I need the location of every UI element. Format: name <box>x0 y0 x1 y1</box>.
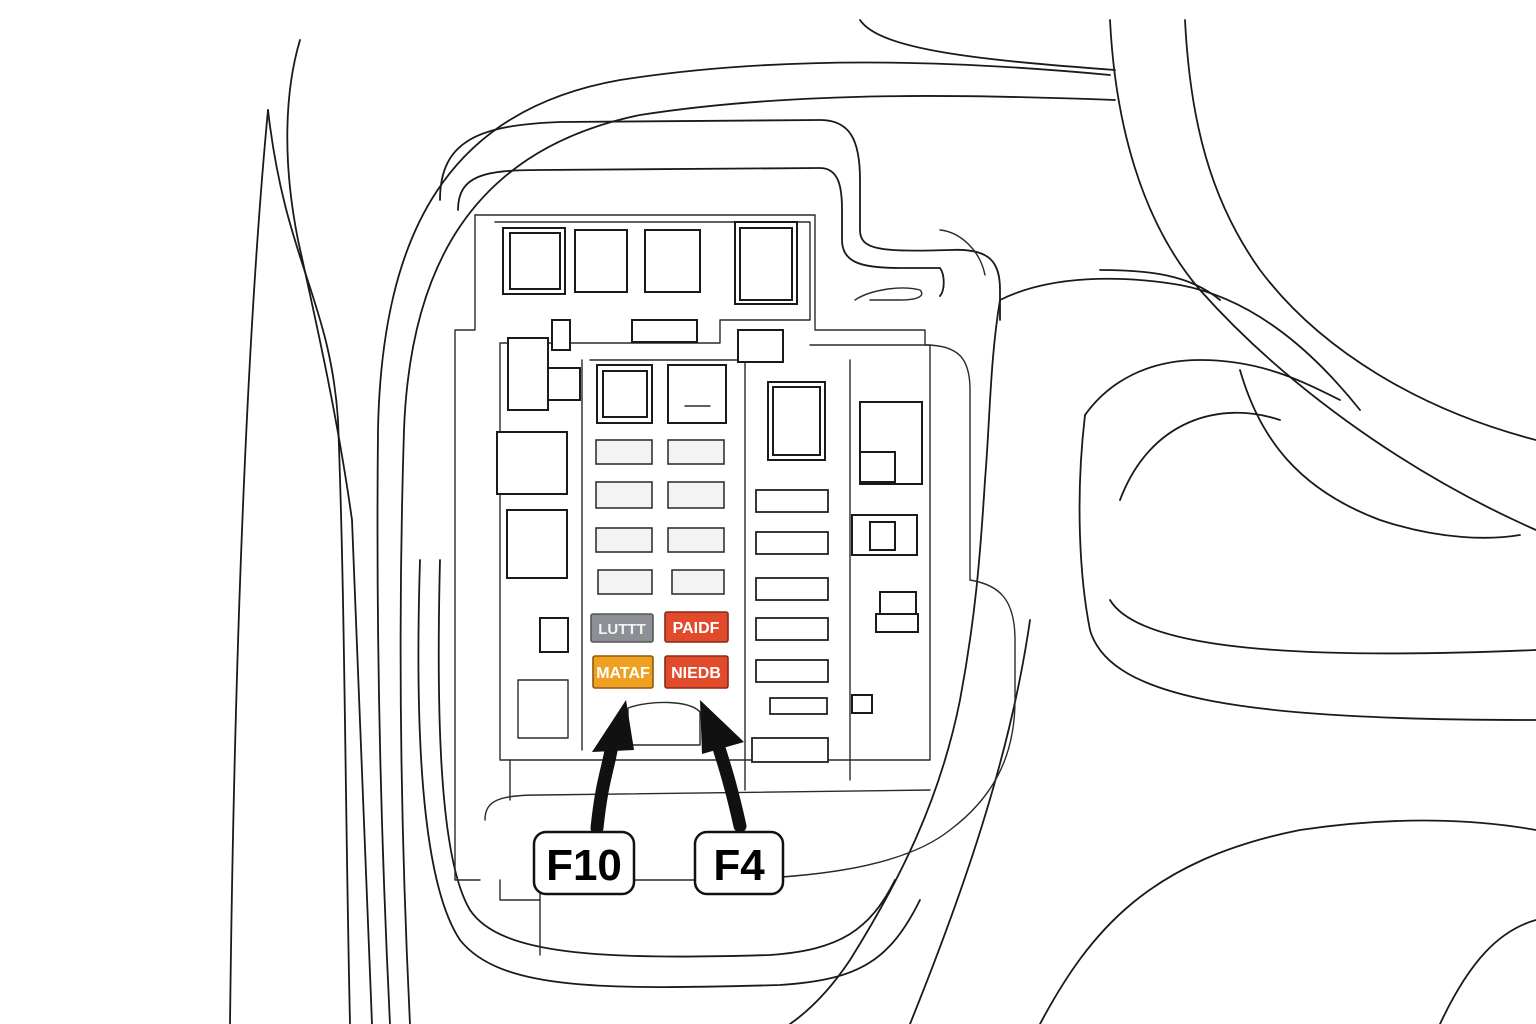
fuse-slot <box>755 531 829 555</box>
callout-f10: F10 <box>532 830 636 896</box>
fuse-slot <box>595 481 653 509</box>
callout-label: F4 <box>713 841 765 890</box>
fuse-slot <box>667 439 725 465</box>
fuse-slot <box>755 577 829 601</box>
fuse-slot <box>751 737 829 763</box>
fuse-red-bottom: NIEDB <box>664 655 729 689</box>
fuse-box-housing <box>417 119 1016 988</box>
fuse-slot <box>755 617 829 641</box>
fuse-base-plate <box>494 221 931 801</box>
left-relay-column <box>496 337 581 739</box>
arrow-f4 <box>700 700 747 833</box>
fuse-slot <box>769 697 828 715</box>
fuse-label: LUTTT <box>598 621 645 638</box>
fuse-red-top: PAIDF <box>664 611 729 643</box>
right-fuse-column <box>751 381 829 763</box>
fuse-label: MATAF <box>596 665 650 682</box>
fuse-slot <box>667 527 725 553</box>
fuse-grey: LUTTT <box>590 613 654 643</box>
arrow-f10 <box>590 700 634 835</box>
fuse-slot <box>595 527 653 553</box>
fuse-slot <box>671 569 725 595</box>
fuse-label: PAIDF <box>673 620 720 637</box>
far-right-components <box>851 401 923 714</box>
callout-f4: F4 <box>693 830 785 896</box>
middle-relay-pair <box>596 364 727 424</box>
callout-label: F10 <box>546 841 622 890</box>
vehicle-body-outline <box>229 19 1536 1024</box>
blank-fuse-grid <box>595 439 725 595</box>
colored-fuses: LUTTT PAIDF MATAF NIEDB <box>590 611 729 746</box>
fuse-slot <box>755 489 829 513</box>
fuse-slot <box>667 481 725 509</box>
top-relay-row <box>502 221 798 363</box>
fuse-slot <box>755 659 829 683</box>
fuse-label: NIEDB <box>671 665 721 682</box>
fuse-orange: MATAF <box>592 655 654 689</box>
fuse-slot <box>595 439 653 465</box>
fuse-slot <box>597 569 653 595</box>
